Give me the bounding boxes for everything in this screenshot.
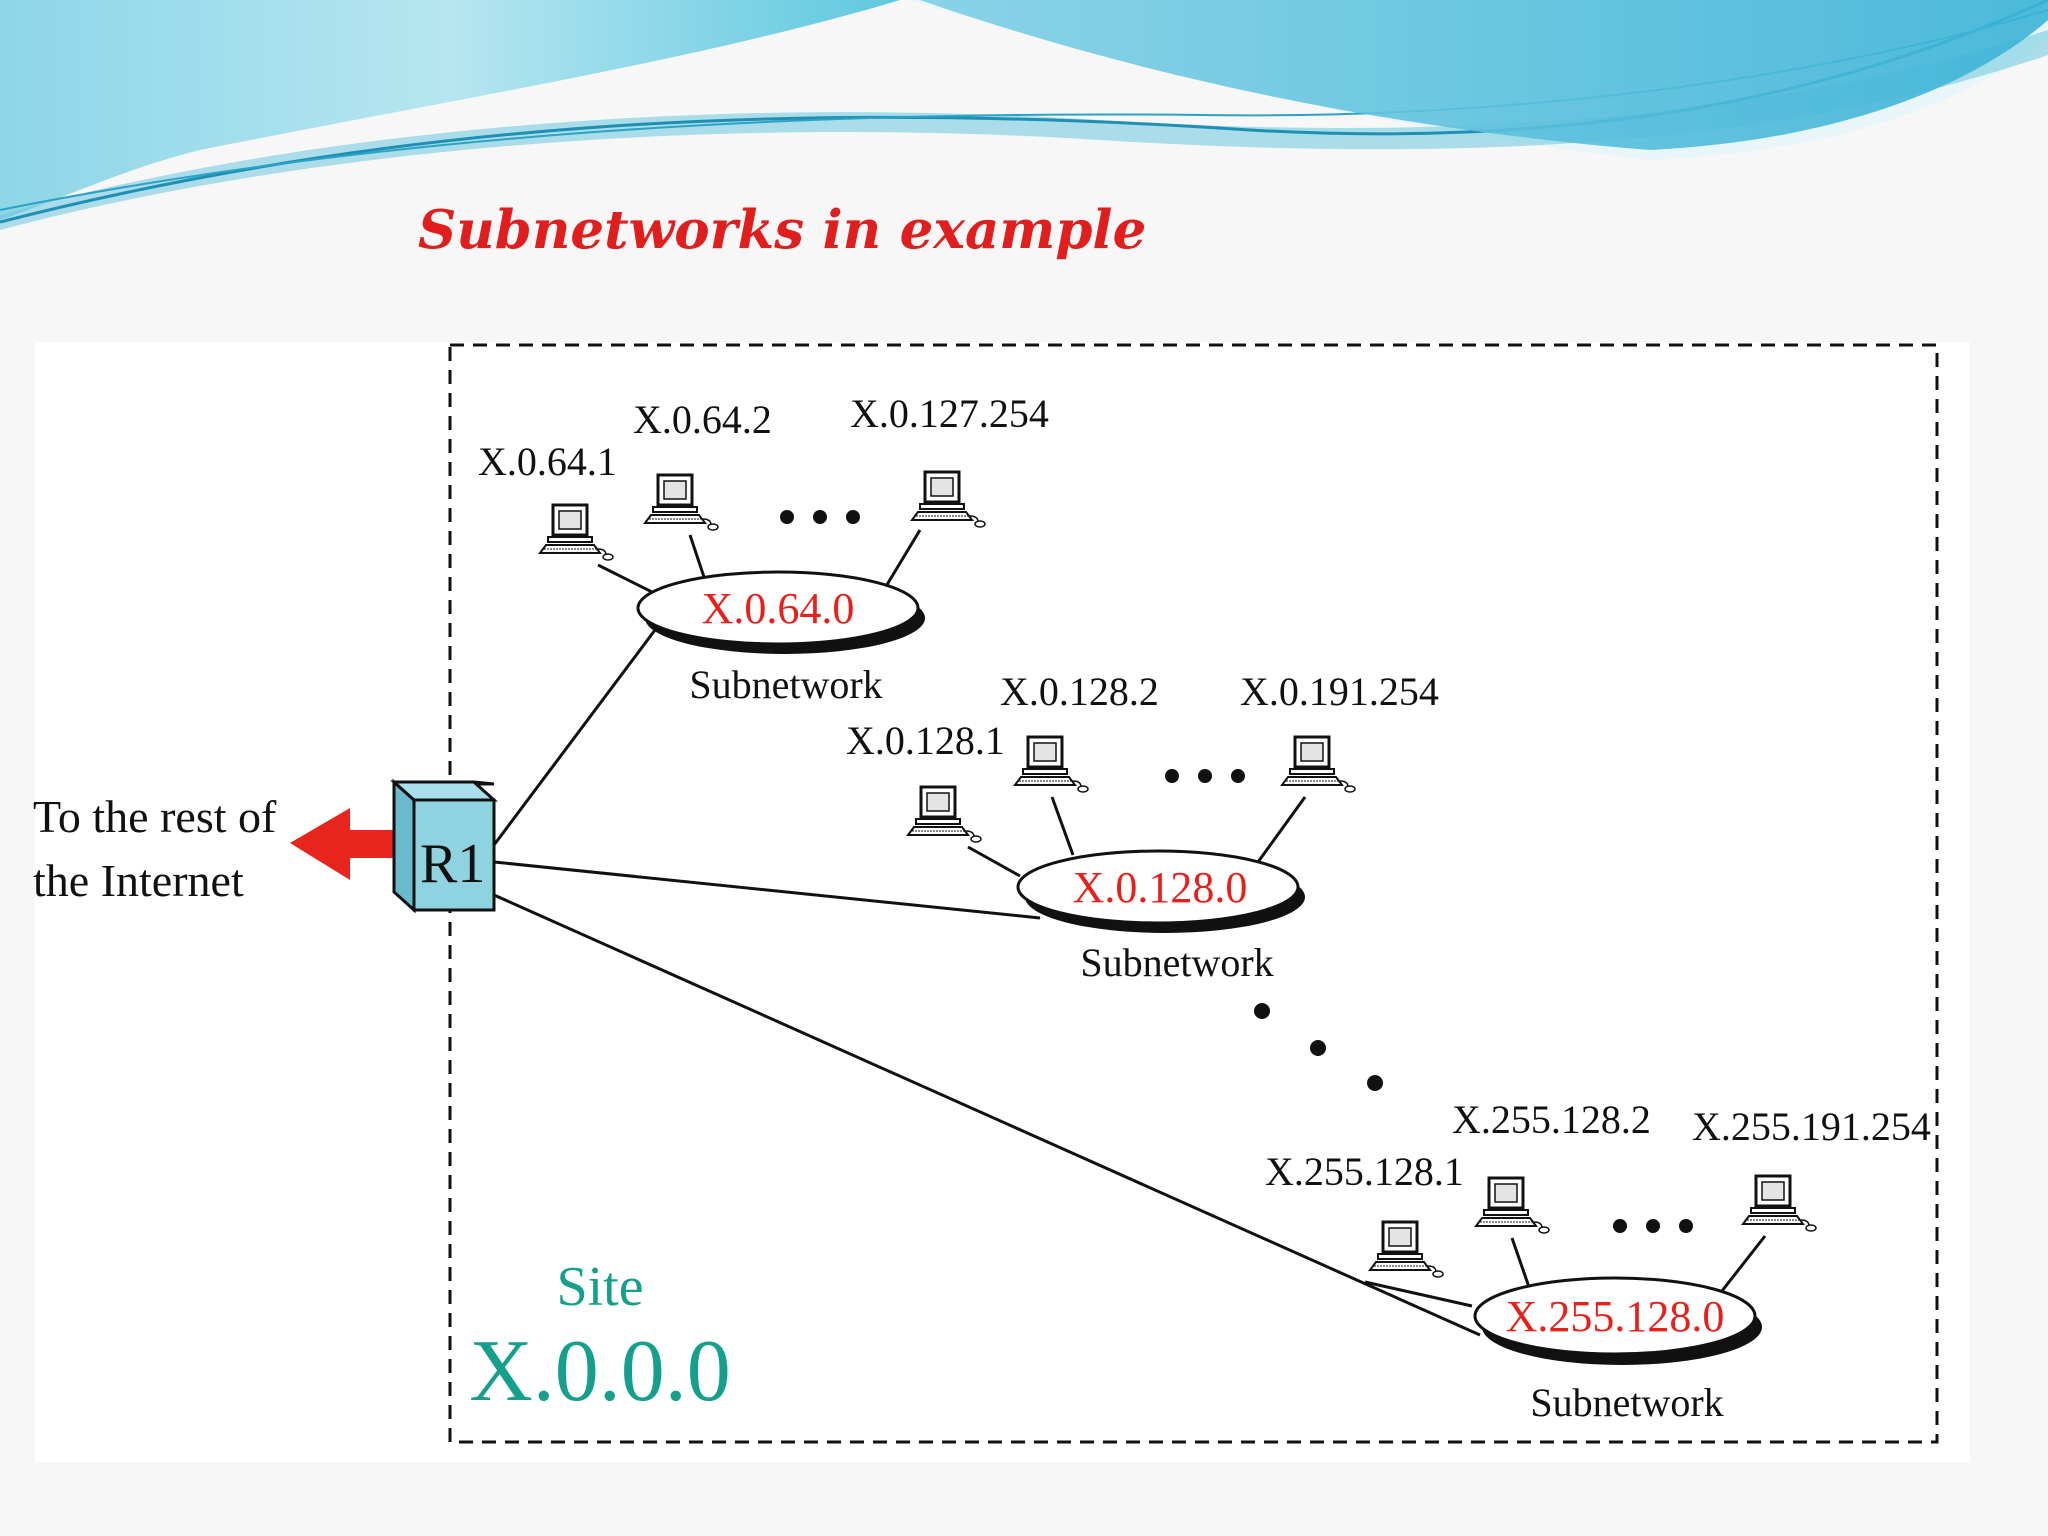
link-r1-subnet-3 (493, 893, 1481, 1337)
site-label: Site (556, 1256, 643, 1318)
subnet-id: X.255.128.0 (1506, 1292, 1725, 1341)
subnet-ellipse (1473, 1276, 1757, 1356)
host-label: X.0.128.1 (846, 718, 1005, 763)
subnet-id: X.0.128.0 (1073, 863, 1248, 912)
diagram-canvas (35, 342, 1970, 1462)
site-address: X.0.0.0 (469, 1323, 731, 1420)
host-label: X.255.128.2 (1452, 1097, 1651, 1142)
host-label: X.0.64.1 (478, 439, 617, 484)
host-label: X.255.191.254 (1692, 1104, 1931, 1149)
subnet-caption: Subnetwork (689, 662, 882, 707)
link-r1-subnet-2 (493, 860, 1041, 920)
subnetwork-1: X.0.64.0 Subnetwork X.0.64.1 X.0.64.2 X.… (478, 391, 1049, 707)
host-label: X.0.128.2 (1000, 669, 1159, 714)
ellipsis-dots (780, 510, 860, 524)
ellipsis-dots (1254, 1003, 1383, 1091)
subnet-ellipse (1016, 849, 1300, 925)
subnetwork-2: X.0.128.0 Subnetwork X.0.128.1 X.0.128.2… (846, 669, 1439, 985)
ellipsis-dots (1613, 1219, 1693, 1233)
host-label: X.0.191.254 (1240, 669, 1439, 714)
router-label: R1 (420, 833, 485, 895)
internet-label-line2: the Internet (33, 855, 244, 906)
host-label: X.0.64.2 (633, 397, 772, 442)
internet-label-line1: To the rest of (33, 791, 277, 842)
link-r1-subnet-1 (492, 629, 657, 846)
router-icon (390, 778, 498, 914)
arrow-left-icon (290, 808, 405, 880)
slide-title: Subnetworks in example (418, 199, 1146, 261)
header-wave-decoration (0, 0, 2048, 230)
subnet-caption: Subnetwork (1530, 1380, 1723, 1425)
subnet-caption: Subnetwork (1080, 940, 1273, 985)
host-label: X.255.128.1 (1265, 1149, 1464, 1194)
site-boundary (448, 343, 1939, 1444)
subnetwork-3: X.255.128.0 Subnetwork X.255.128.1 X.255… (1265, 1097, 1931, 1425)
subnet-ellipse (636, 570, 920, 646)
ellipsis-dots (1165, 769, 1245, 783)
router-links (492, 629, 1481, 1337)
host-label: X.0.127.254 (850, 391, 1049, 436)
subnet-id: X.0.64.0 (702, 584, 855, 633)
